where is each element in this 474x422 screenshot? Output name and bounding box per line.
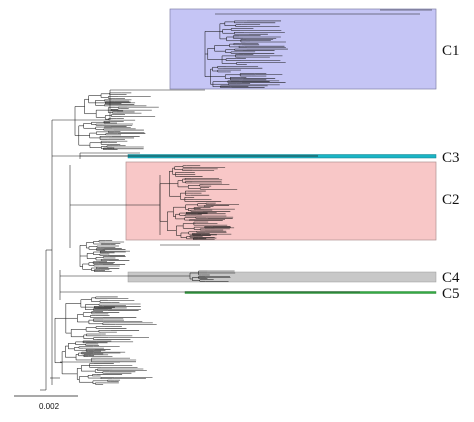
scale-bar-label: 0.002 <box>39 402 60 411</box>
clade-label-c2: C2 <box>442 192 460 208</box>
clade-label-c1: C1 <box>442 43 460 59</box>
clade-box-c1 <box>169 8 437 90</box>
tree-branches <box>40 9 432 391</box>
clade-label-c3: C3 <box>442 150 460 166</box>
clade-box-c2 <box>125 161 437 241</box>
clade-box-c4 <box>127 271 437 283</box>
clade-label-c5: C5 <box>442 286 460 302</box>
clade-box-c5 <box>184 291 437 294</box>
clade-label-c4: C4 <box>442 270 460 286</box>
